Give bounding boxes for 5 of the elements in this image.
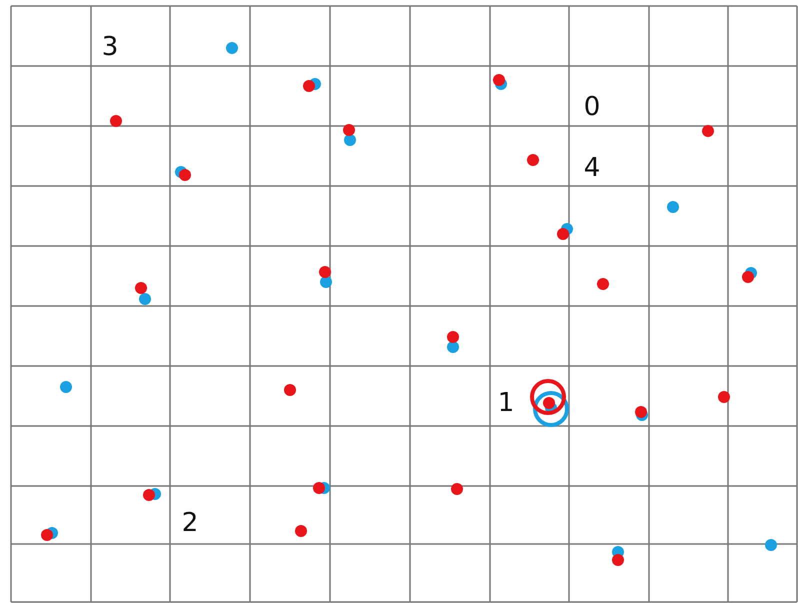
grid-number: 2 — [182, 510, 198, 536]
grid-number: 0 — [584, 94, 600, 120]
grid-number: 3 — [102, 34, 118, 60]
grid-number: 4 — [584, 155, 600, 181]
grid-number: 1 — [498, 390, 514, 416]
